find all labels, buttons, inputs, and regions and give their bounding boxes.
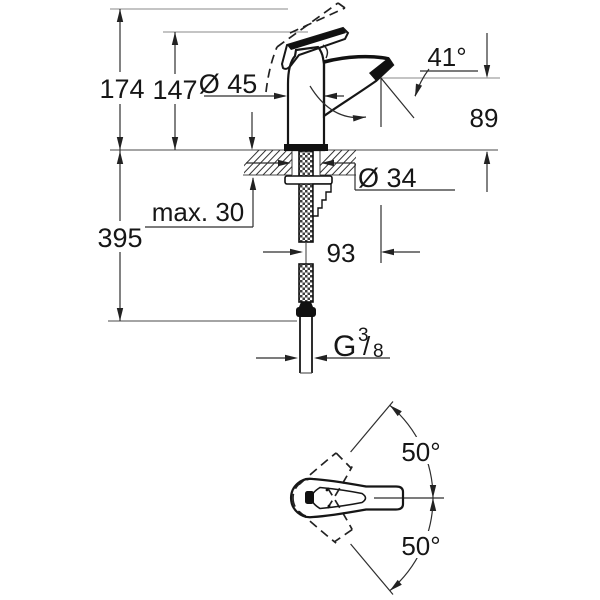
mounting-nut <box>312 183 332 217</box>
lever-top-edge <box>287 28 346 50</box>
dim-spout-reach-label: 93 <box>327 238 356 268</box>
dim-overall-height-label: 147 <box>152 75 197 105</box>
dim-swing-lower-label: 50° <box>401 531 440 561</box>
mounting-washer <box>284 175 333 185</box>
spout-aerator <box>369 58 393 81</box>
dim-hose-length-label: 395 <box>97 223 142 253</box>
dim-hole-diameter-label: Ø 34 <box>358 163 417 193</box>
spout-top-edge <box>323 54 390 64</box>
label-backing-upper <box>399 437 446 464</box>
thread-prefix: G <box>333 330 356 363</box>
handle-top-view: 50° 50° <box>290 401 446 595</box>
threaded-shank <box>298 150 314 243</box>
handle-logo-mark <box>305 491 314 504</box>
hose-fitting-nut <box>296 307 316 317</box>
label-backing-lower <box>399 531 446 558</box>
braided-hose <box>298 263 314 303</box>
swing-line-upper <box>350 401 394 453</box>
dim-body-diameter-label: Ø 45 <box>199 69 258 99</box>
dim-spout-angle-label: 41° <box>427 42 466 72</box>
flow-arc <box>309 85 367 119</box>
faucet-lever <box>280 26 350 70</box>
faucet-body <box>286 45 326 152</box>
dimension-arrowheads <box>116 9 491 362</box>
lever-detail-curve <box>322 44 329 59</box>
faucet-side-view <box>265 2 395 152</box>
dim-height-open-label: 174 <box>99 74 144 104</box>
supply-hose-assembly <box>284 150 333 374</box>
thread-numerator: 3 <box>358 325 369 346</box>
dim-outlet-height-label: 89 <box>470 103 499 133</box>
handle-outline <box>290 477 405 519</box>
raised-lever-dashed <box>265 2 346 93</box>
thread-slash: / <box>363 331 371 361</box>
thread-denominator: 8 <box>373 341 384 362</box>
handle-dot-bottom <box>327 504 331 508</box>
dim-max-thickness-label: max. 30 <box>152 197 245 227</box>
hose-fitting-neck <box>299 302 313 307</box>
handle-dot-top <box>325 488 329 492</box>
swing-line-lower <box>350 543 394 595</box>
base-flange <box>284 144 328 151</box>
dim-swing-upper-label: 50° <box>401 437 440 467</box>
thread-size-label: G 3 / 8 <box>333 325 384 363</box>
swing-arc-arrowheads <box>389 405 437 591</box>
